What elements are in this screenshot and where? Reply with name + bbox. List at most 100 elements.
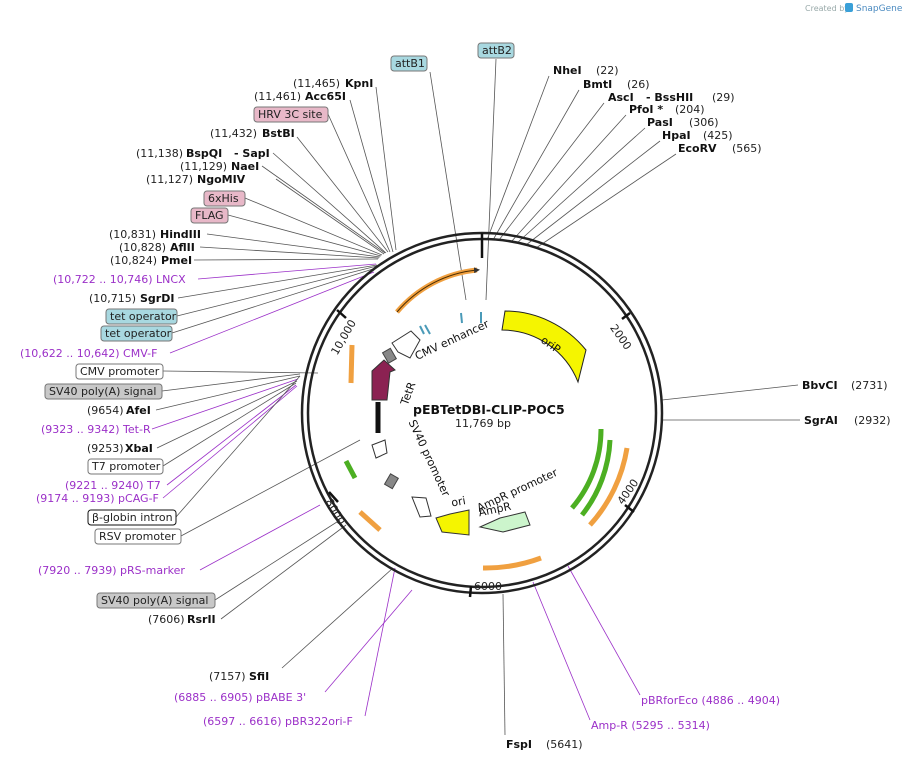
tetr-feature bbox=[371, 359, 396, 401]
ampr-promoter-label: AmpR promoter bbox=[475, 466, 560, 515]
plasmid-size: 11,769 bp bbox=[455, 417, 511, 430]
svg-text:β-globin intron: β-globin intron bbox=[92, 511, 173, 524]
leader-line bbox=[272, 152, 387, 254]
green-arrow-left bbox=[343, 459, 358, 480]
tick-8000: 8000 bbox=[323, 496, 348, 527]
primer-tet-r: (9323 .. 9342) Tet-R bbox=[41, 423, 151, 436]
orange-arrow-left bbox=[348, 344, 355, 384]
svg-text:AfeI: AfeI bbox=[126, 404, 151, 417]
leader-line bbox=[661, 384, 799, 401]
box-tet-operator-2: tet operator bbox=[100, 325, 173, 342]
svg-text:- SapI: - SapI bbox=[234, 147, 270, 160]
svg-text:(11,461): (11,461) bbox=[254, 90, 301, 103]
svg-text:KpnI: KpnI bbox=[345, 77, 373, 90]
svg-text:attB1: attB1 bbox=[395, 57, 425, 70]
orange-arrow-bottom-left bbox=[358, 510, 382, 532]
orip-feature bbox=[501, 310, 587, 384]
leader-line bbox=[261, 165, 386, 254]
site-pmei: (10,824) PmeI bbox=[110, 254, 192, 267]
box-sv40-polya-2: SV40 poly(A) signal bbox=[96, 592, 216, 609]
leader-line bbox=[567, 565, 641, 696]
leader-line bbox=[502, 593, 506, 736]
leader-line bbox=[199, 504, 321, 571]
svg-text:NgoMIV: NgoMIV bbox=[197, 173, 246, 186]
cmv-enhancer-feature bbox=[391, 330, 421, 359]
site-sgrai: SgrAI (2932) bbox=[804, 414, 891, 427]
leader-line bbox=[171, 267, 377, 334]
leader-line bbox=[197, 263, 377, 280]
svg-text:FLAG: FLAG bbox=[195, 209, 224, 222]
site-aflii: (10,828) AflII bbox=[119, 241, 195, 254]
leader-line bbox=[180, 439, 361, 537]
leader-line bbox=[324, 589, 413, 693]
svg-text:(9654): (9654) bbox=[87, 404, 124, 417]
svg-text:(11,127): (11,127) bbox=[146, 173, 193, 186]
site-bspqi: (11,138) BspQI - SapI bbox=[136, 147, 270, 160]
leader-line bbox=[162, 370, 319, 374]
svg-text:RsrII: RsrII bbox=[187, 613, 216, 626]
box-tet-operator-1: tet operator bbox=[105, 308, 178, 325]
primer-pbrforeco: pBRforEco (4886 .. 4904) bbox=[641, 694, 780, 707]
site-bmti: BmtI (26) bbox=[583, 78, 650, 91]
leader-line bbox=[281, 567, 394, 669]
svg-text:(10,824): (10,824) bbox=[110, 254, 157, 267]
svg-text:HRV 3C site: HRV 3C site bbox=[258, 108, 323, 121]
ori-label: ori bbox=[450, 494, 466, 509]
svg-text:tet operator: tet operator bbox=[110, 310, 177, 323]
leader-line bbox=[206, 233, 381, 258]
box-flag: FLAG bbox=[190, 207, 229, 224]
site-sfii: (7157) SfiI bbox=[209, 670, 269, 683]
orange-arrow-right bbox=[588, 447, 630, 527]
svg-text:(2731): (2731) bbox=[851, 379, 888, 392]
svg-text:PmeI: PmeI bbox=[161, 254, 192, 267]
primer-prs-marker: (7920 .. 7939) pRS-marker bbox=[38, 564, 185, 577]
svg-text:(2932): (2932) bbox=[854, 414, 891, 427]
cmv-enhancer-label: CMV enhancer bbox=[413, 317, 491, 363]
svg-text:(11,138): (11,138) bbox=[136, 147, 183, 160]
svg-text:NheI: NheI bbox=[553, 64, 582, 77]
leader-line bbox=[169, 271, 375, 354]
leader-line bbox=[327, 113, 391, 253]
white-block bbox=[411, 496, 432, 518]
sv40-promoter-label: SV40 promoter bbox=[406, 418, 453, 499]
svg-text:(10,715): (10,715) bbox=[89, 292, 136, 305]
primer-lncx: (10,722 .. 10,746) LNCX bbox=[53, 273, 186, 286]
svg-text:BbvCI: BbvCI bbox=[802, 379, 838, 392]
leader-line bbox=[364, 567, 396, 717]
site-ngomiv: (11,127) NgoMIV bbox=[146, 173, 246, 186]
site-sgrdi: (10,715) SgrDI bbox=[89, 292, 174, 305]
leader-line bbox=[275, 178, 385, 255]
svg-text:PasI: PasI bbox=[647, 116, 673, 129]
svg-text:SgrAI: SgrAI bbox=[804, 414, 838, 427]
leader-line bbox=[296, 136, 389, 253]
site-hpai: HpaI (425) bbox=[662, 129, 733, 142]
leader-line bbox=[485, 58, 497, 301]
svg-text:RSV promoter: RSV promoter bbox=[99, 530, 176, 543]
leader-line bbox=[175, 375, 301, 518]
svg-text:(10,828): (10,828) bbox=[119, 241, 166, 254]
svg-text:(11,465): (11,465) bbox=[293, 77, 340, 90]
box-hrv3c: HRV 3C site bbox=[253, 106, 329, 123]
svg-text:(5641): (5641) bbox=[546, 738, 583, 751]
svg-text:(425): (425) bbox=[703, 129, 733, 142]
svg-text:BspQI: BspQI bbox=[186, 147, 222, 160]
leader-line bbox=[156, 380, 298, 449]
svg-text:(29): (29) bbox=[712, 91, 735, 104]
svg-text:SV40 poly(A) signal: SV40 poly(A) signal bbox=[49, 385, 156, 398]
svg-text:(7606): (7606) bbox=[148, 613, 185, 626]
box-attb2: attB2 bbox=[477, 42, 515, 59]
svg-text:XbaI: XbaI bbox=[125, 442, 153, 455]
orange-arrow-bottom bbox=[482, 555, 542, 571]
svg-text:(11,432): (11,432) bbox=[210, 127, 257, 140]
leader-line bbox=[161, 373, 301, 392]
leader-line bbox=[176, 265, 378, 317]
box-cmv-promoter: CMV promoter bbox=[75, 363, 164, 380]
ori-feature bbox=[435, 509, 470, 536]
tick-marks bbox=[328, 233, 635, 598]
green-arrow-1 bbox=[570, 428, 604, 510]
svg-text:(306): (306) bbox=[689, 116, 719, 129]
watermark-text: Created by bbox=[805, 4, 849, 13]
svg-text:BmtI: BmtI bbox=[583, 78, 612, 91]
box-6xhis: 6xHis bbox=[203, 190, 246, 207]
svg-text:PfoI *: PfoI * bbox=[629, 103, 663, 116]
